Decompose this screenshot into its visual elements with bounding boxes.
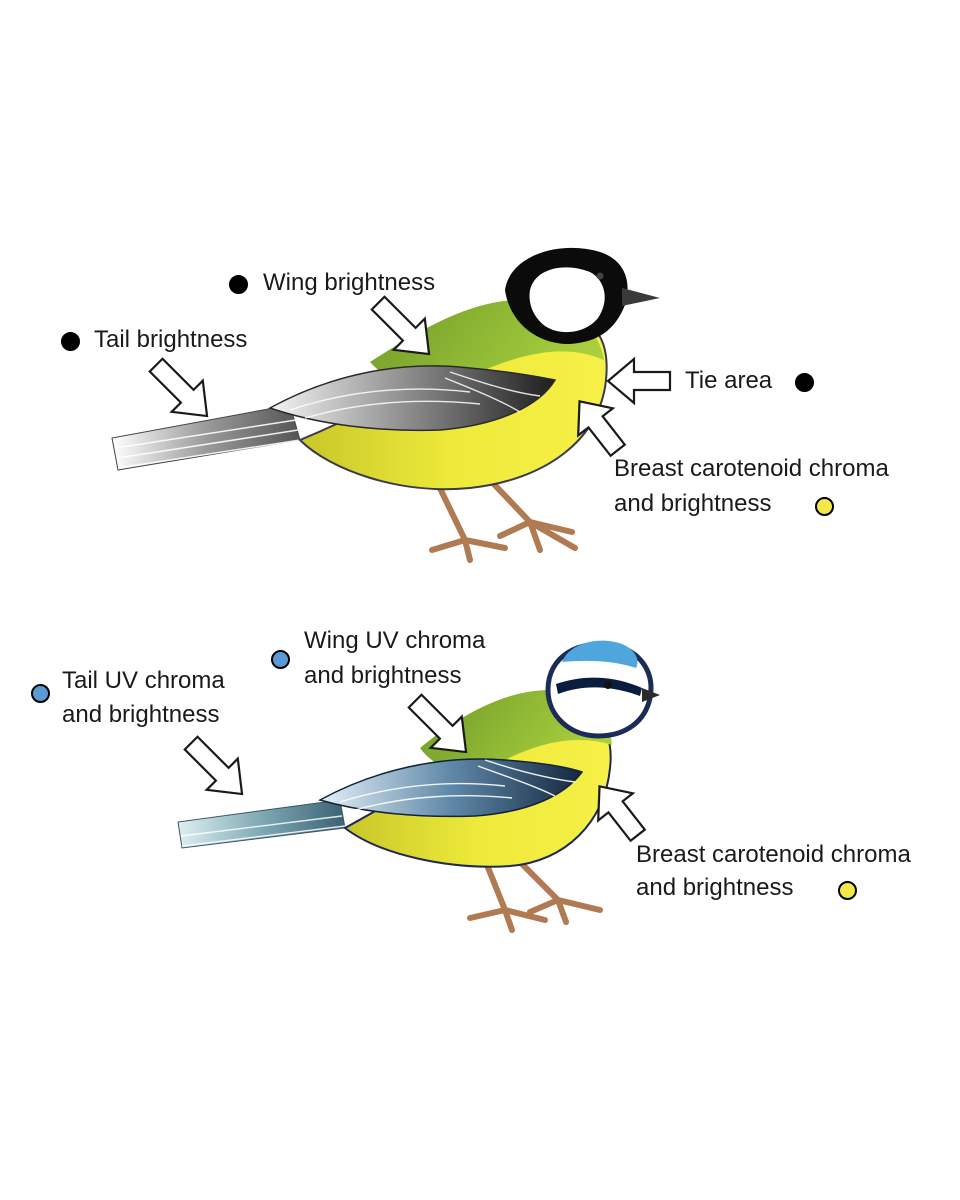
blue-tit-legs xyxy=(467,857,603,933)
blue-tit-eye-stripe xyxy=(556,677,642,696)
marker-tie-great-tit xyxy=(795,373,814,392)
blue-tit-beak xyxy=(642,688,660,702)
great-tit-legs xyxy=(429,475,578,563)
label-wing-brightness: Wing brightness xyxy=(263,269,436,296)
label-wing-blue-tit-line1: Wing UV chroma xyxy=(304,627,486,654)
arrow-tail-great-tit xyxy=(148,357,209,418)
label-tail-brightness: Tail brightness xyxy=(94,326,248,353)
blue-tit-illustration xyxy=(177,640,660,933)
marker-tail-blue-tit xyxy=(31,684,50,703)
arrow-wing-great-tit xyxy=(370,295,431,356)
great-tit-wing xyxy=(268,365,557,432)
marker-tail-great-tit xyxy=(61,332,80,351)
blue-tit-wing xyxy=(318,758,584,818)
label-tail-blue-tit-line2: and brightness xyxy=(62,701,220,728)
great-tit-eye xyxy=(596,272,604,280)
label-tie-area: Tie area xyxy=(685,367,773,394)
arrow-tie-great-tit xyxy=(606,356,672,406)
label-breast-blue-tit-line2: and brightness xyxy=(636,874,794,901)
label-breast-blue-tit-line1: Breast carotenoid chroma xyxy=(636,841,911,868)
blue-tit-eye xyxy=(604,681,612,689)
label-breast-great-tit-line2: and brightness xyxy=(614,490,772,517)
marker-breast-great-tit xyxy=(815,497,834,516)
great-tit-tail xyxy=(111,404,301,471)
arrow-wing-blue-tit xyxy=(407,693,468,754)
great-tit-illustration xyxy=(111,247,672,563)
arrow-breast-great-tit xyxy=(577,400,627,458)
blue-tit-tail xyxy=(177,799,346,849)
arrow-tail-blue-tit xyxy=(183,735,244,796)
label-tail-blue-tit-line1: Tail UV chroma xyxy=(62,667,225,694)
great-tit-beak xyxy=(622,288,660,306)
marker-wing-great-tit xyxy=(229,275,248,294)
great-tit-cheek xyxy=(529,267,605,333)
label-wing-blue-tit-line2: and brightness xyxy=(304,662,462,689)
marker-breast-blue-tit xyxy=(838,881,857,900)
label-breast-great-tit-line1: Breast carotenoid chroma xyxy=(614,455,889,482)
blue-tit-cap xyxy=(562,640,638,668)
marker-wing-blue-tit xyxy=(271,650,290,669)
arrow-breast-blue-tit xyxy=(597,785,647,843)
